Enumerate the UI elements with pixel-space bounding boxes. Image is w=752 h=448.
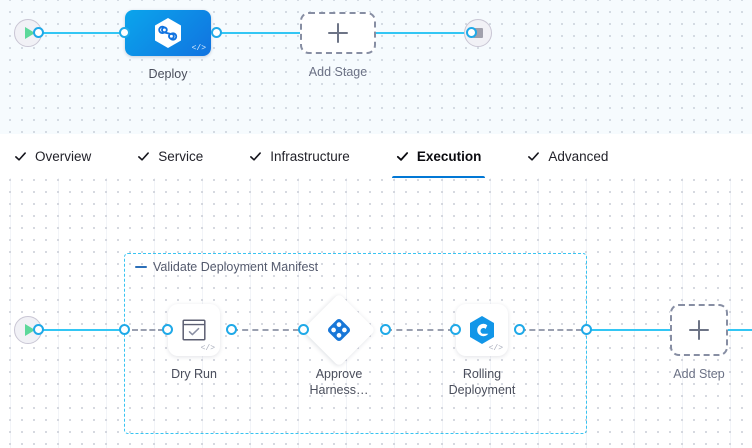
harness-approval-diamond-icon [325, 316, 353, 344]
step-group-header[interactable]: Validate Deployment Manifest [135, 260, 318, 274]
tab-label: Execution [416, 148, 482, 164]
tab-infrastructure[interactable]: Infrastructure [235, 134, 364, 178]
execution-steps-canvas[interactable]: Validate Deployment Manifest </> Dry Run [0, 178, 752, 448]
tab-execution[interactable]: Execution [382, 134, 496, 179]
check-icon [527, 150, 540, 163]
play-icon [24, 27, 35, 39]
port-end-in[interactable] [466, 27, 477, 38]
edge-approve-to-rolling [386, 329, 454, 331]
check-icon [14, 150, 27, 163]
tab-overview[interactable]: Overview [0, 134, 105, 178]
add-step-node[interactable]: Add Step [670, 304, 728, 381]
port-deploy-out[interactable] [211, 27, 222, 38]
add-step-button[interactable] [670, 304, 728, 356]
step-node-dry-run[interactable]: </> Dry Run [168, 304, 220, 381]
edge-group-in-to-dryrun [132, 329, 164, 331]
step-group-title: Validate Deployment Manifest [153, 260, 319, 274]
plus-icon [328, 23, 348, 43]
edge-group-to-addstep [590, 329, 670, 331]
add-step-label: Add Step [673, 367, 725, 381]
play-icon [24, 324, 35, 336]
code-badge-icon: </> [191, 44, 206, 53]
port-group-out[interactable] [581, 324, 592, 335]
collapse-dash-icon[interactable] [135, 265, 147, 269]
plus-icon [689, 320, 709, 340]
step-label-dry-run: Dry Run [171, 367, 217, 381]
edge-dryrun-to-approve [232, 329, 299, 331]
stage-node-label-deploy: Deploy [148, 67, 188, 81]
port-rolling-out[interactable] [514, 324, 525, 335]
edge-deploy-to-addstage [216, 32, 306, 34]
add-stage-label: Add Stage [308, 65, 368, 79]
dry-run-node-body[interactable]: </> [168, 304, 220, 356]
port-dryrun-out[interactable] [226, 324, 237, 335]
harness-hexagon-icon [155, 18, 181, 48]
port-exec-start-out[interactable] [33, 324, 44, 335]
pipeline-start-node[interactable] [14, 19, 42, 47]
edge-addstage-to-end [372, 32, 472, 34]
stage-tabbar: Overview Service Infrastructure Executio… [0, 134, 752, 179]
port-group-in[interactable] [119, 324, 130, 335]
tab-label: Advanced [548, 148, 609, 164]
add-stage-button[interactable] [300, 12, 376, 54]
code-badge-icon: </> [488, 344, 503, 353]
port-rolling-in[interactable] [450, 324, 461, 335]
port-deploy-in[interactable] [119, 27, 130, 38]
port-dryrun-in[interactable] [162, 324, 173, 335]
tab-active-underline [391, 176, 486, 179]
execution-start-node[interactable] [14, 316, 42, 344]
approve-harness-node-body[interactable] [302, 293, 376, 367]
step-node-approve-harness[interactable]: Approve Harness… [302, 293, 376, 397]
check-icon [249, 150, 262, 163]
port-start-out[interactable] [33, 27, 44, 38]
tab-label: Overview [35, 148, 92, 164]
step-node-rolling-deployment[interactable]: </> Rolling Deployment [449, 304, 515, 397]
check-icon [396, 150, 409, 163]
window-check-icon [182, 319, 206, 341]
edge-start-to-group [34, 329, 126, 331]
edge-start-to-deploy [34, 32, 138, 34]
step-group-validate-deployment-manifest[interactable]: Validate Deployment Manifest [124, 253, 587, 434]
code-badge-icon: </> [200, 344, 215, 353]
stage-canvas[interactable]: </> Deploy Add Stage [0, 0, 752, 134]
pipeline-end-node[interactable] [464, 19, 492, 47]
tab-label: Service [158, 148, 204, 164]
tab-label: Infrastructure [270, 148, 350, 164]
rolling-deployment-hexagon-icon [470, 316, 494, 344]
stop-icon [473, 28, 483, 38]
tab-advanced[interactable]: Advanced [513, 134, 622, 178]
step-label-rolling-deployment: Rolling Deployment [448, 367, 516, 397]
edge-rolling-to-group-out [520, 329, 582, 331]
tab-service[interactable]: Service [123, 134, 217, 178]
edge-addstep-tail [727, 329, 752, 331]
check-icon [137, 150, 150, 163]
port-approve-out[interactable] [380, 324, 391, 335]
rolling-deployment-node-body[interactable]: </> [456, 304, 508, 356]
port-approve-in[interactable] [298, 324, 309, 335]
step-label-approve-harness: Approve Harness… [309, 367, 369, 397]
add-stage-node[interactable]: Add Stage [300, 12, 376, 79]
deploy-node-body[interactable]: </> [125, 10, 211, 56]
stage-node-deploy[interactable]: </> Deploy [125, 10, 211, 81]
